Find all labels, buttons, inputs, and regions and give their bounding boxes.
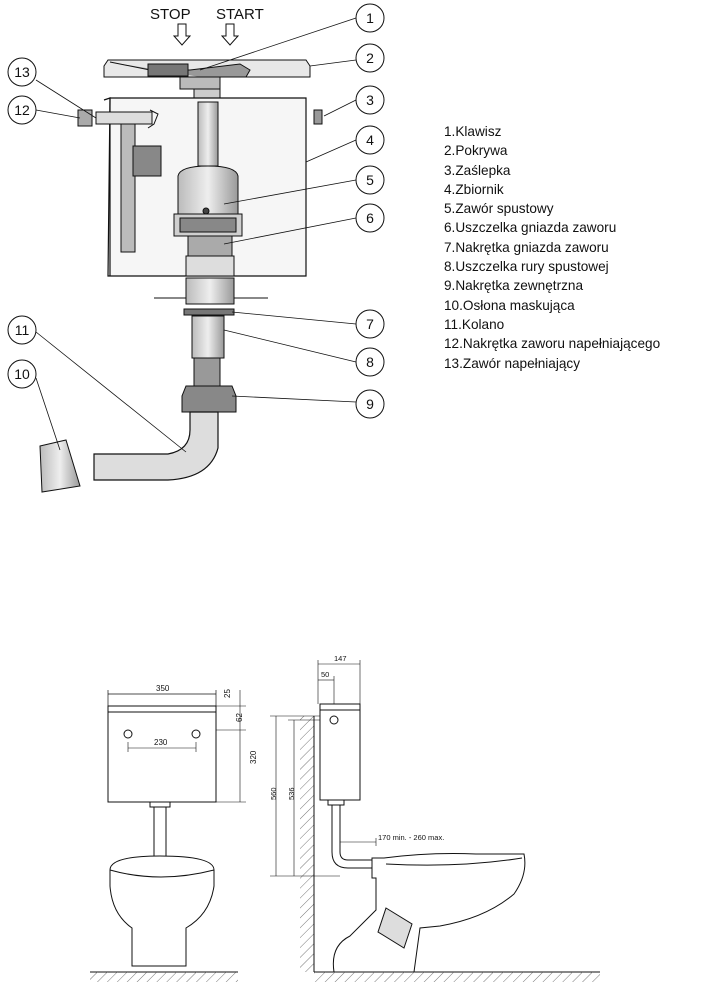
parts-list-item: 9.Nakrętka zewnętrzna <box>444 278 584 294</box>
callout-13: 13 <box>14 64 30 80</box>
parts-list-item: 8.Uszczelka rury spustowej <box>444 259 609 275</box>
callout-7: 7 <box>366 316 374 332</box>
masking-cover <box>39 439 81 493</box>
dim-320: 320 <box>249 750 258 764</box>
parts-list-item: 10.Osłona maskująca <box>444 297 575 313</box>
callout-4: 4 <box>366 132 374 148</box>
start-label: START <box>216 6 264 23</box>
cap <box>313 109 323 125</box>
elbow-pipe <box>93 411 219 481</box>
dim-50: 50 <box>321 670 329 679</box>
callout-12: 12 <box>14 102 30 118</box>
parts-list-item: 7.Nakrętka gniazda zaworu <box>444 239 609 255</box>
outlet-pipe <box>154 277 268 413</box>
dim-25: 25 <box>223 689 232 698</box>
fill-valve <box>77 109 162 253</box>
callout-1: 1 <box>366 10 374 26</box>
arrow-down-icon <box>220 23 240 46</box>
dim-projection: 170 min. - 260 max. <box>378 833 444 842</box>
parts-list-item: 3.Zaślepka <box>444 162 511 178</box>
cistern-lid <box>103 59 311 100</box>
parts-list-item: 11.Kolano <box>444 316 505 332</box>
leader-lines <box>35 17 357 453</box>
callout-9: 9 <box>366 396 374 412</box>
parts-list-item: 5.Zawór spustowy <box>444 201 554 217</box>
callout-2: 2 <box>366 50 374 66</box>
parts-list-item: 1.Klawisz <box>444 124 502 139</box>
arrow-down-icon <box>172 23 192 46</box>
callout-3: 3 <box>366 92 374 108</box>
dim-147: 147 <box>334 654 347 663</box>
callout-10: 10 <box>14 366 30 382</box>
parts-list-item: 12.Nakrętka zaworu napełniającego <box>444 336 661 352</box>
dim-536: 536 <box>287 787 296 800</box>
parts-list-item: 2.Pokrywa <box>444 143 508 159</box>
stop-label: STOP <box>150 6 191 23</box>
callout-6: 6 <box>366 210 374 226</box>
dim-560: 560 <box>269 787 278 800</box>
parts-list-item: 6.Uszczelka gniazda zaworu <box>444 220 617 236</box>
dim-230: 230 <box>154 738 168 747</box>
dim-62: 62 <box>235 713 244 722</box>
callout-5: 5 <box>366 172 374 188</box>
parts-list-item: 13.Zawór napełniający <box>444 355 581 371</box>
dim-350: 350 <box>156 684 170 693</box>
floor-hatch-side <box>314 972 600 982</box>
side-view <box>270 660 600 973</box>
parts-list: 1.Klawisz 2.Pokrywa 3.Zaślepka 4.Zbiorni… <box>444 122 706 373</box>
callout-11: 11 <box>15 322 30 338</box>
callout-circles <box>7 3 385 419</box>
parts-list-item: 4.Zbiornik <box>444 181 504 197</box>
callout-8: 8 <box>366 354 374 370</box>
flush-valve <box>173 101 243 277</box>
floor-hatch-front <box>90 972 238 982</box>
front-view <box>90 690 246 973</box>
